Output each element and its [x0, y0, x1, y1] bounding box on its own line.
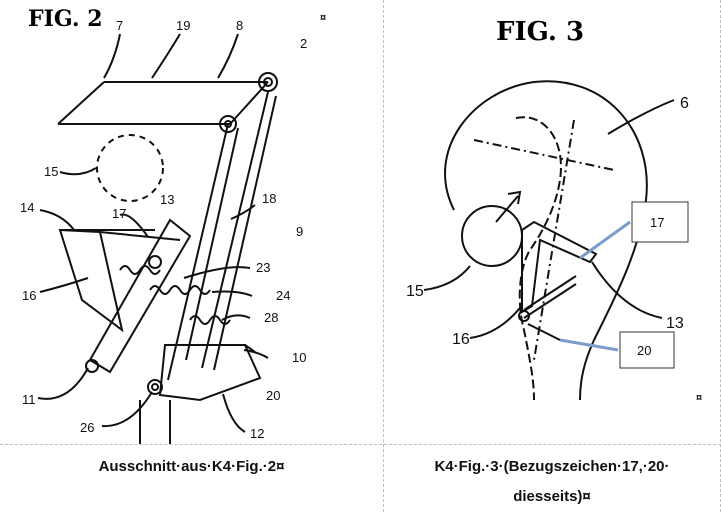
figure-2-cell: FIG. 2: [0, 0, 383, 444]
figure-2-title: FIG. 2: [28, 6, 103, 32]
ref-28: 28: [264, 310, 278, 325]
ref-17: 17: [112, 206, 126, 221]
figure-3-caption-line-2: diesseits)¤: [513, 488, 591, 505]
ref-16: 16: [452, 331, 470, 348]
figure-2-caption: Ausschnitt·aus·K4·Fig.·2¤: [98, 458, 285, 475]
figure-2-reference-numerals: 7 19 8 2 15 14 17 13 18 9 16 23 24 28 10…: [20, 18, 307, 441]
figure-3-title: FIG. 3: [496, 17, 584, 47]
ref-13: 13: [666, 315, 684, 332]
ref-15: 15: [44, 164, 58, 179]
ref-26: 26: [80, 420, 94, 435]
ref-15: 15: [406, 283, 424, 300]
figure-3-cell: FIG. 3: [384, 0, 720, 444]
ref-23: 23: [256, 260, 270, 275]
ref-10: 10: [292, 350, 306, 365]
ref-11: 11: [22, 392, 36, 407]
figure-3-drawing: FIG. 3: [406, 17, 689, 401]
cell-end-marker: ¤: [696, 392, 703, 404]
ref-24: 24: [276, 288, 290, 303]
column-divider: [383, 0, 384, 512]
ref-12: 12: [250, 426, 264, 441]
callout-box-17: 17: [631, 201, 689, 243]
cell-end-marker: ¤: [320, 12, 327, 24]
ref-8: 8: [236, 18, 243, 33]
ref-18: 18: [262, 191, 276, 206]
figure-3-caption-line-1: K4·Fig.·3·(Bezugszeichen·17,·20·: [434, 458, 670, 475]
ref-20: 20: [266, 388, 280, 403]
callout-label-20: 20: [637, 343, 651, 358]
ref-7: 7: [116, 18, 123, 33]
row-divider: [0, 444, 721, 445]
figure-3-caption: K4·Fig.·3·(Bezugszeichen·17,·20· diessei…: [384, 452, 720, 512]
ref-16: 16: [22, 288, 36, 303]
callout-box-20: 20: [619, 331, 675, 369]
ref-6: 6: [680, 95, 689, 112]
ref-2: 2: [300, 36, 307, 51]
figure-3-reference-numerals: 6 15 16 13: [406, 95, 689, 348]
ref-13: 13: [160, 192, 174, 207]
ref-14: 14: [20, 200, 34, 215]
ref-19: 19: [176, 18, 190, 33]
callout-label-17: 17: [650, 215, 664, 230]
figure-2-drawing: FIG. 2: [20, 6, 307, 444]
ref-9: 9: [296, 224, 303, 239]
